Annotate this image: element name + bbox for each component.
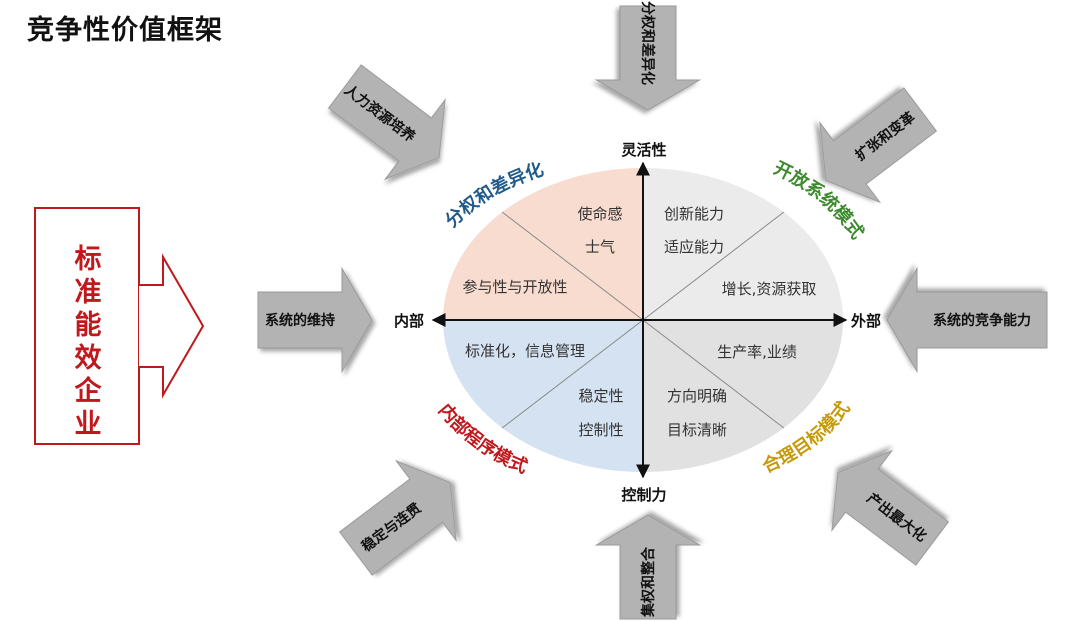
block-arrow-icon [594, 514, 702, 620]
arrow-bottom-right: 产出最大化 [831, 449, 950, 566]
arrow-left: 系统的维持 [257, 266, 373, 374]
axis-label-bottom: 控制力 [621, 486, 666, 504]
bl-item-1: 稳定性 [578, 387, 623, 405]
bl-item-2: 控制性 [578, 421, 623, 439]
bl-item-outer: 标准化，信息管理 [465, 342, 585, 360]
block-arrow-icon [327, 64, 446, 181]
external-arrows: 分权和差异化集权和整合系统的维持系统的竞争能力人力资源培养扩张和变革稳定与连贯产… [257, 1, 1048, 620]
block-arrow-icon [831, 449, 950, 566]
arrow-label: 分权和差异化 [639, 1, 656, 85]
tr-item-2: 适应能力 [664, 238, 724, 256]
box-label: 标准能效企业 [75, 244, 103, 440]
quadrant-fills [443, 168, 843, 472]
br-item-1: 方向明确 [667, 387, 727, 405]
arrow-right: 系统的竞争能力 [886, 266, 1048, 374]
standard-efficiency-box: 标准能效企业 [34, 207, 205, 445]
hollow-arrow-icon [139, 253, 205, 399]
arrow-label: 系统的竞争能力 [933, 312, 1031, 329]
tl-item-1: 使命感 [577, 205, 622, 223]
arrow-top-left: 人力资源培养 [327, 64, 446, 181]
arrow-bottom-left: 稳定与连贯 [338, 459, 457, 576]
arrow-label: 系统的维持 [265, 312, 335, 329]
block-arrow-icon [257, 266, 373, 374]
block-arrow-icon [886, 266, 1048, 374]
axis-label-left: 内部 [394, 312, 424, 330]
tl-item-2: 士气 [585, 238, 615, 256]
quadrant-items: 使命感 士气 参与性与开放性 创新能力 适应能力 增长,资源获取 标准化，信息管… [462, 205, 816, 439]
br-item-outer: 生产率,业绩 [717, 343, 797, 361]
page-title: 竞争性价值框架 [27, 15, 223, 46]
axis-label-top: 灵活性 [621, 141, 666, 159]
br-item-2: 目标清晰 [667, 421, 727, 439]
block-arrow-icon [594, 5, 702, 111]
arrow-label: 集权和整合 [640, 546, 657, 618]
tl-item-outer: 参与性与开放性 [462, 278, 567, 296]
axis-label-right: 外部 [850, 312, 881, 330]
block-arrow-icon [338, 459, 457, 576]
tr-item-1: 创新能力 [664, 205, 724, 223]
tr-item-outer: 增长,资源获取 [722, 280, 817, 298]
arrow-bottom: 集权和整合 [594, 514, 702, 620]
arrow-top: 分权和差异化 [594, 1, 702, 111]
block-arrow-icon [819, 87, 938, 204]
